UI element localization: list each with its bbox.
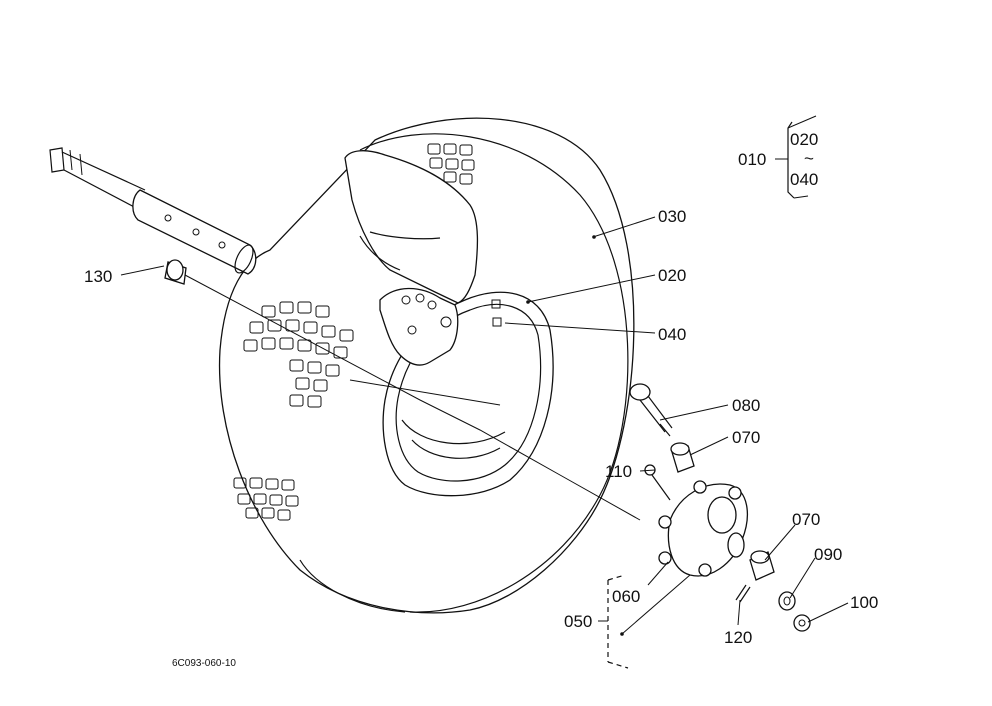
assembly-centerline bbox=[184, 274, 641, 521]
assembly-group-bracket bbox=[775, 115, 817, 199]
callout-030: 030 bbox=[658, 207, 686, 226]
cotter-pin-part bbox=[735, 584, 751, 603]
assembly-range-start: 020 bbox=[790, 130, 818, 149]
wheel-hub bbox=[658, 480, 748, 577]
callout-100: 100 bbox=[850, 593, 878, 612]
assembly-range-symbol: ~ bbox=[804, 149, 814, 168]
inner-axis-line bbox=[349, 379, 501, 406]
callout-080: 080 bbox=[732, 396, 760, 415]
bolt-part bbox=[629, 383, 673, 437]
callout-110: 110 bbox=[605, 462, 632, 481]
drawing-code: 6C093-060-10 bbox=[172, 658, 236, 669]
tread-pattern-top bbox=[427, 143, 475, 185]
cap-part bbox=[793, 614, 811, 632]
bushing-lower bbox=[749, 550, 775, 581]
tread-pattern-bottom bbox=[233, 477, 299, 521]
bushing-upper bbox=[670, 442, 695, 473]
collar-part bbox=[164, 259, 187, 285]
callout-020: 020 bbox=[658, 266, 686, 285]
callout-040: 040 bbox=[658, 325, 686, 344]
wheel-rim bbox=[379, 287, 554, 497]
assembly-range-end: 040 bbox=[790, 170, 818, 189]
leader-lines bbox=[120, 216, 849, 669]
axle-shaft bbox=[49, 147, 257, 275]
callout-070-upper: 070 bbox=[732, 428, 760, 447]
callout-130: 130 bbox=[84, 267, 112, 286]
callout-050: 050 bbox=[564, 612, 592, 631]
callout-070-lower: 070 bbox=[792, 510, 820, 529]
callout-060: 060 bbox=[612, 587, 640, 606]
assembly-label: 010 bbox=[738, 150, 766, 169]
callout-120: 120 bbox=[724, 628, 752, 647]
callout-090: 090 bbox=[814, 545, 842, 564]
